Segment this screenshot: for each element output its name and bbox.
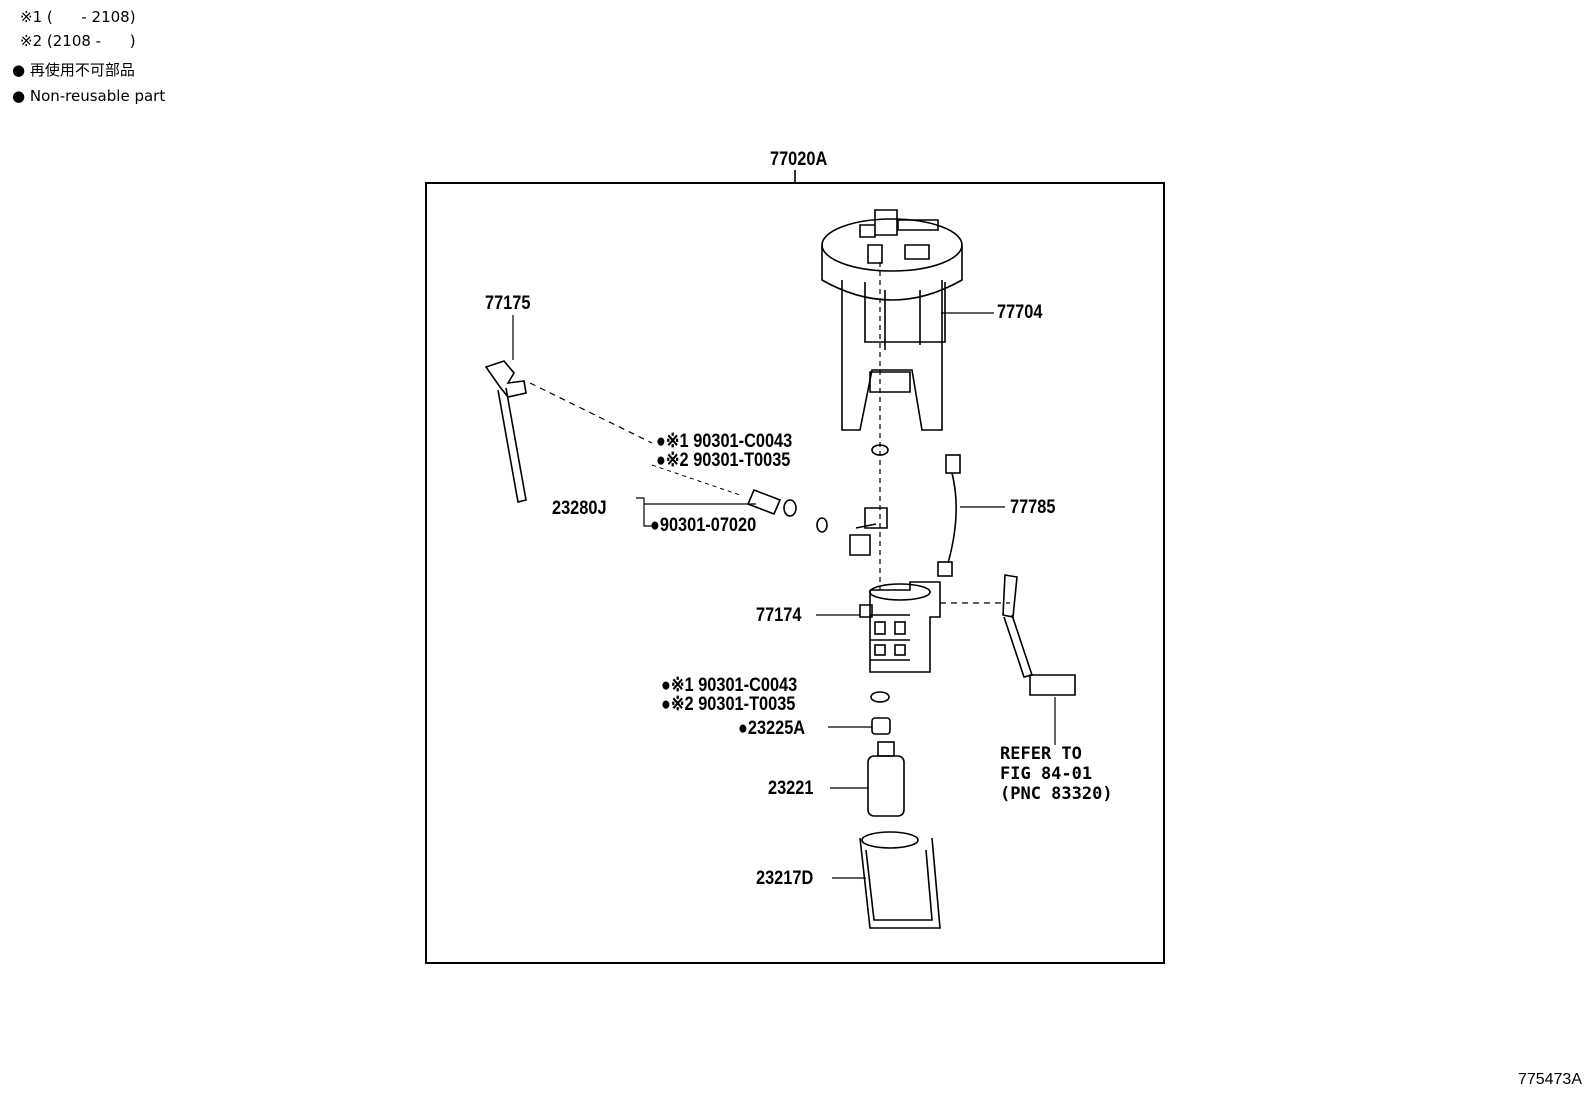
tank-plate-drawing <box>821 209 963 431</box>
label-sender-gauge: 77175 <box>485 293 531 314</box>
label-oring-top-2: ●※2 90301-T0035 <box>656 450 791 471</box>
wire-harness-drawing <box>937 454 961 577</box>
label-oring-bottom-1: ●※1 90301-C0043 <box>661 675 798 696</box>
label-oring-regulator: ●90301-07020 <box>650 515 757 536</box>
reference-line-1: REFER TO <box>1000 744 1082 764</box>
label-strainer: 23217D <box>756 868 814 889</box>
reference-line-2: FIG 84-01 <box>1000 764 1093 784</box>
cushion-drawing <box>871 717 891 735</box>
reference-line-3: (PNC 83320) <box>1000 784 1113 804</box>
legend-note-1: ※1 ( - 2108) <box>20 8 136 26</box>
oring-top-drawing <box>871 444 889 456</box>
assembly-frame <box>425 182 1165 964</box>
level-sender-reference-drawing <box>1002 574 1076 696</box>
regulator-drawing <box>746 488 797 517</box>
label-filter-case: 77174 <box>756 605 802 626</box>
strainer-drawing <box>859 831 941 929</box>
legend-nonreusable-en: ● Non-reusable part <box>12 87 166 105</box>
filter-case-drawing <box>859 581 941 673</box>
label-cushion: ●23225A <box>738 718 806 739</box>
label-assembly: 77020A <box>770 149 828 170</box>
oring-bottom-drawing <box>870 691 890 703</box>
label-oring-top-1: ●※1 90301-C0043 <box>656 431 793 452</box>
sender-gauge-drawing <box>484 360 527 503</box>
legend-note-2: ※2 (2108 - ) <box>20 32 136 50</box>
figure-id: 775473A <box>1517 1071 1582 1088</box>
label-wire-harness: 77785 <box>1010 497 1056 518</box>
label-regulator: 23280J <box>552 498 607 519</box>
oring-regulator-drawing <box>816 517 828 533</box>
label-pump: 23221 <box>768 778 814 799</box>
label-oring-bottom-2: ●※2 90301-T0035 <box>661 694 796 715</box>
label-tank-plate: 77704 <box>997 302 1043 323</box>
pump-drawing <box>867 741 905 817</box>
legend-nonreusable-ja: ● 再使用不可部品 <box>12 61 135 79</box>
